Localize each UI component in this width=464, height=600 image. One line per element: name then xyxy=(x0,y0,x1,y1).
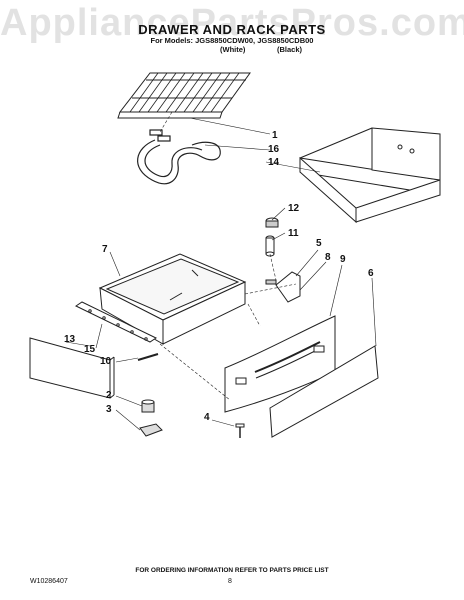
watermark: AppliancePartsPros.com xyxy=(0,2,464,44)
callout-3: 3 xyxy=(106,404,112,415)
drawer-body xyxy=(98,253,247,345)
callout-8: 8 xyxy=(325,252,331,263)
callout-11: 11 xyxy=(288,228,299,239)
screw-part xyxy=(137,353,159,361)
screw-4 xyxy=(235,423,245,438)
drawer-panel-side xyxy=(299,127,441,224)
callout-14: 14 xyxy=(268,157,280,168)
color-white-label: (White) xyxy=(220,45,246,54)
document-id: W10286407 xyxy=(30,578,68,585)
leader-lines xyxy=(65,117,377,431)
callout-15: 15 xyxy=(84,344,96,355)
callout-9: 9 xyxy=(340,254,346,265)
page-number: 8 xyxy=(228,578,232,585)
callout-13: 13 xyxy=(64,334,76,345)
drawer-bracket xyxy=(265,271,301,303)
drawer-glide-parts xyxy=(265,217,279,257)
callout-4: 4 xyxy=(204,412,210,423)
spacer-part xyxy=(141,399,155,413)
color-black-label: (Black) xyxy=(277,45,303,54)
callout-1: 1 xyxy=(272,130,278,141)
oven-rack xyxy=(117,72,251,119)
callout-7: 7 xyxy=(102,244,108,255)
kick-panel xyxy=(269,345,379,438)
callout-2: 2 xyxy=(106,390,112,401)
drawer-liner xyxy=(29,337,115,399)
ordering-note: FOR ORDERING INFORMATION REFER TO PARTS … xyxy=(135,567,329,574)
assembly-lines xyxy=(159,111,297,401)
callout-6: 6 xyxy=(368,268,374,279)
callout-12: 12 xyxy=(288,203,300,214)
callout-5: 5 xyxy=(316,238,322,249)
models-line: For Models: JGS8850CDW00, JGS8850CDB00 xyxy=(150,36,314,45)
page-title: DRAWER AND RACK PARTS xyxy=(138,22,326,37)
drawer-front-panel xyxy=(224,315,336,413)
bake-element xyxy=(137,129,221,185)
callout-16: 16 xyxy=(268,144,280,155)
drawer-rail xyxy=(74,301,158,343)
magnet-part xyxy=(139,423,163,437)
callout-10: 10 xyxy=(100,356,112,367)
